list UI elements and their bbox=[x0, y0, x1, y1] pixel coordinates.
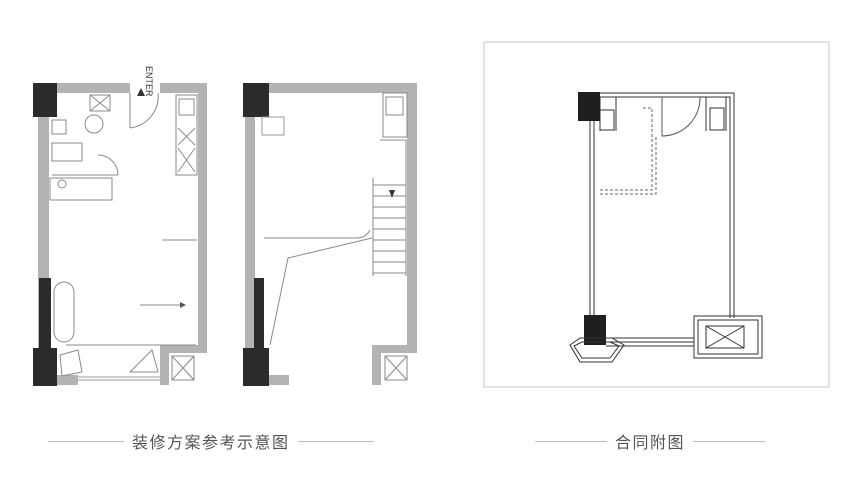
lower-balcony-fixture bbox=[171, 355, 195, 381]
upper-wall-notch-horizontal bbox=[372, 345, 417, 353]
lower-wc-fixture bbox=[89, 94, 111, 112]
entry-label: ENTER bbox=[144, 66, 154, 97]
caption-left-rule-end bbox=[297, 440, 374, 442]
caption-right-text: 合同附图 bbox=[615, 433, 686, 452]
contract-frame bbox=[483, 41, 830, 388]
contract-column-top bbox=[578, 92, 600, 121]
lower-shower-tray bbox=[51, 142, 83, 162]
caption-right-rule-start bbox=[535, 440, 607, 442]
upper-wall-right bbox=[407, 83, 417, 348]
lower-basin bbox=[84, 114, 104, 134]
upper-floor-plan bbox=[243, 83, 417, 386]
upper-kitchen-counter bbox=[382, 92, 408, 138]
caption-left-text: 装修方案参考示意图 bbox=[132, 433, 290, 452]
caption-right-rule-end bbox=[693, 440, 766, 442]
lower-sink bbox=[57, 179, 67, 189]
lower-column-top-left bbox=[33, 83, 57, 117]
upper-stair-arrow-icon bbox=[389, 190, 395, 198]
lower-wall-left bbox=[38, 83, 49, 385]
lower-wall-top-right bbox=[160, 83, 207, 93]
contract-balcony bbox=[569, 315, 763, 363]
contract-shell bbox=[589, 92, 735, 318]
lower-wall-bottom-left bbox=[38, 375, 78, 385]
upper-wall-left bbox=[245, 83, 255, 385]
lower-counter-cross-b2 bbox=[177, 147, 196, 173]
lower-wc-cross-2 bbox=[89, 94, 111, 112]
lower-counter-cross-a2 bbox=[177, 127, 196, 146]
lower-column-bottom-left bbox=[33, 348, 57, 386]
lower-balcony-cross-2 bbox=[171, 355, 195, 381]
upper-column-mid-left bbox=[254, 278, 264, 348]
contract-door-swing bbox=[661, 96, 701, 137]
lower-direction-arrow-icon bbox=[180, 302, 186, 308]
upper-wall-top bbox=[245, 83, 417, 93]
caption-left-rule-start bbox=[48, 440, 124, 442]
lower-toilet-tank bbox=[51, 119, 67, 135]
upper-column-top-left bbox=[243, 83, 269, 117]
lower-column-mid-left bbox=[39, 278, 51, 348]
caption-contract-plan: 合同附图 bbox=[535, 428, 775, 454]
lower-stair-storage bbox=[53, 281, 75, 343]
lower-wall-notch-horizontal bbox=[160, 345, 207, 353]
contract-loft-dashed bbox=[600, 107, 657, 195]
lower-vanity-counter bbox=[49, 177, 113, 201]
lower-entry-door-swing bbox=[129, 92, 159, 129]
lower-wall-notch-vertical bbox=[160, 345, 169, 385]
lower-stove bbox=[178, 98, 195, 116]
lower-bath-door-arc bbox=[97, 154, 119, 176]
lower-wall-right bbox=[198, 83, 207, 348]
upper-balcony-fixture bbox=[384, 355, 408, 381]
upper-stove bbox=[385, 96, 404, 116]
lower-wall-top-left bbox=[38, 83, 130, 93]
lower-floor-plan: ENTER bbox=[33, 66, 207, 386]
lower-kitchen-counter bbox=[175, 94, 198, 176]
entry-arrow-icon bbox=[137, 88, 145, 96]
upper-loft-diagonal bbox=[269, 237, 373, 346]
contract-column-bottom bbox=[584, 315, 606, 345]
upper-bath-outline bbox=[261, 116, 285, 136]
upper-balcony-cross-2 bbox=[384, 355, 408, 381]
upper-wall-notch-vertical bbox=[372, 345, 381, 385]
caption-decoration-plan: 装修方案参考示意图 bbox=[48, 428, 402, 454]
upper-loft-edge bbox=[264, 229, 371, 239]
lower-chair-right bbox=[128, 349, 159, 373]
upper-stair bbox=[372, 139, 407, 276]
lower-chair-left bbox=[59, 349, 83, 377]
contract-plan bbox=[483, 41, 830, 388]
upper-column-bottom-left bbox=[243, 348, 269, 386]
